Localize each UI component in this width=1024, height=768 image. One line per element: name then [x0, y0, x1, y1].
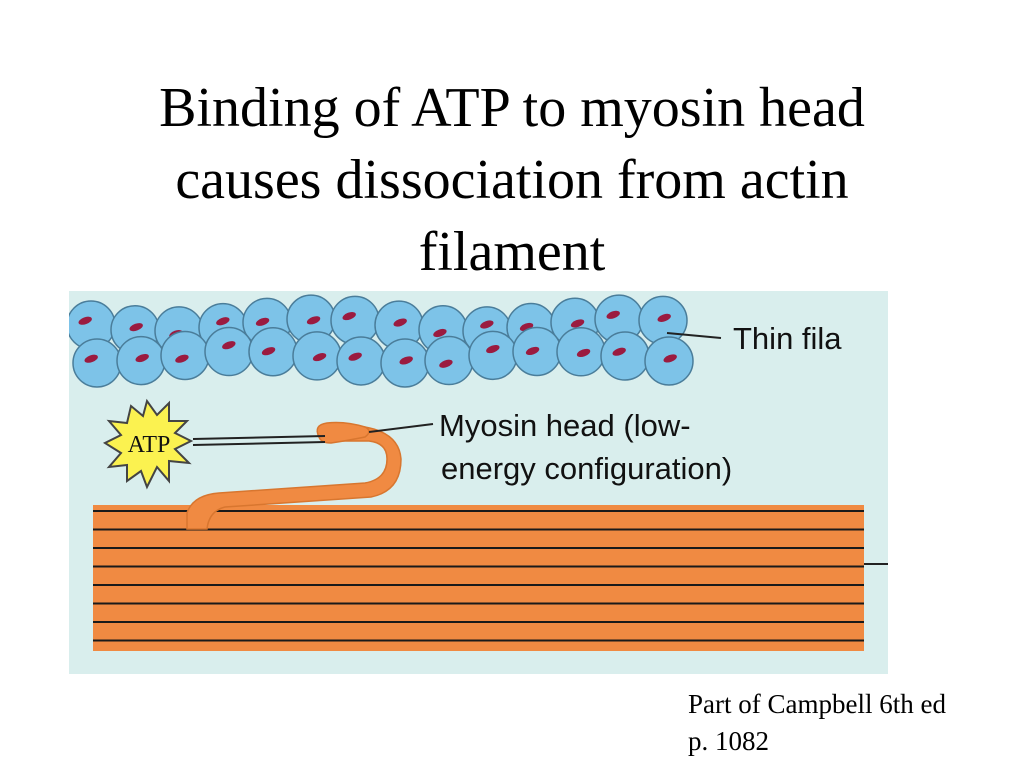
actin-binding-site	[663, 354, 677, 363]
actin-bead	[204, 326, 254, 377]
actin-binding-site	[433, 328, 447, 338]
actin-binding-site	[393, 318, 407, 327]
actin-binding-site	[576, 348, 591, 358]
atp-connector-line	[192, 435, 326, 440]
actin-bead	[468, 330, 518, 381]
actin-binding-site	[78, 316, 92, 325]
title-line-3: filament	[418, 221, 606, 283]
actin-binding-site	[135, 353, 149, 363]
actin-binding-site	[612, 347, 626, 356]
actin-binding-site	[342, 312, 356, 321]
actin-binding-site	[129, 323, 143, 332]
myosin-leader-line	[368, 423, 434, 433]
myosin-label-line-2: energy configuration)	[441, 451, 732, 486]
actin-bead	[600, 331, 650, 381]
actin-bead	[72, 338, 122, 388]
title-line-1: Binding of ATP to myosin head	[159, 77, 865, 139]
credit-line-2: p. 1082	[688, 726, 769, 756]
atp-star	[102, 398, 194, 490]
atp-connector-line-2	[192, 441, 326, 446]
myosin-atp-figure: Thin fila ATP Myosin head (low- energy c…	[69, 291, 888, 674]
credit-line-1: Part of Campbell 6th ed	[688, 689, 946, 719]
source-credit: Part of Campbell 6th ed p. 1082	[688, 686, 946, 760]
actin-binding-site	[84, 354, 98, 363]
myosin-label-line-1: Myosin head (low-	[439, 408, 691, 443]
slide-title: Binding of ATP to myosin head causes dis…	[0, 72, 1024, 288]
thin-filament-label: Thin fila	[733, 321, 842, 356]
actin-binding-site	[439, 359, 453, 368]
actin-binding-site	[261, 347, 276, 356]
thick-filament-lines	[93, 510, 864, 642]
actin-binding-site	[657, 313, 671, 322]
thick-filament	[93, 505, 864, 651]
actin-binding-site	[525, 346, 540, 356]
actin-binding-site	[570, 319, 585, 328]
actin-binding-site	[399, 356, 413, 365]
actin-binding-site	[348, 352, 362, 361]
actin-binding-site	[222, 341, 236, 350]
atp-label: ATP	[128, 432, 171, 458]
figure-svg: Thin fila ATP Myosin head (low- energy c…	[69, 291, 888, 674]
actin-binding-site	[255, 317, 270, 326]
actin-binding-site	[606, 310, 620, 319]
thin-filament-leader-line	[666, 332, 722, 339]
actin-binding-site	[312, 353, 327, 362]
actin-binding-site	[216, 317, 230, 326]
actin-bead	[336, 336, 386, 386]
actin-binding-site	[486, 344, 500, 354]
actin-binding-site	[480, 320, 494, 329]
title-line-2: causes dissociation from actin	[175, 149, 849, 211]
actin-binding-site	[306, 316, 321, 325]
thin-filament	[69, 294, 694, 388]
actin-binding-site	[175, 354, 189, 363]
